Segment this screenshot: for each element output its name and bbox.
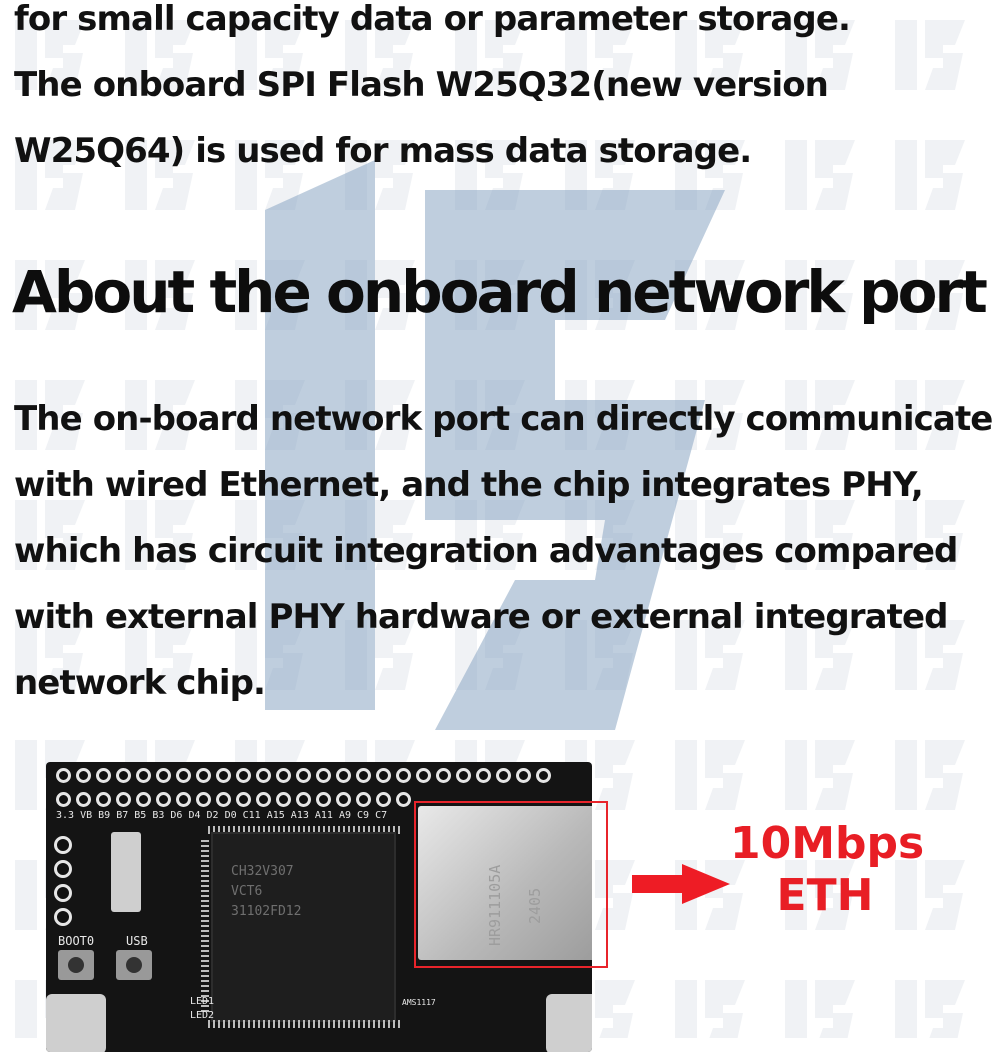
network-line: with wired Ethernet, and the chip integr… [14,465,924,505]
usb-c-port-left [46,994,106,1052]
chip-marking-line: CH32V307 [231,864,294,879]
intro-line: The onboard SPI Flash W25Q32(new version [14,65,829,105]
ethernet-jack: HR911105A 2405 [418,806,592,960]
arrow-right-icon [632,864,730,904]
ethernet-speed: 10Mbps [730,818,925,869]
intro-line: W25Q64) is used for mass data storage. [14,131,752,171]
intro-line: for small capacity data or parameter sto… [14,0,851,39]
second-pin-header [56,792,411,814]
regulator-marking: AMS1117 [402,998,436,1007]
network-line: network chip. [14,663,266,703]
intro-paragraph: for small capacity data or parameter sto… [14,0,994,184]
flash-chip [111,832,141,912]
boot-label: BOOT0 [58,934,95,948]
reset-button [116,950,152,980]
led1-label: LED1 [190,996,215,1007]
network-paragraph: The on-board network port can directly c… [14,386,994,716]
usb-c-port-right [546,994,592,1052]
mcu-chip: CH32V307 VCT6 31102FD12 [211,832,396,1022]
led2-label: LED2 [190,1010,215,1021]
chip-marking-line: VCT6 [231,884,263,899]
ethernet-callout: 10Mbps ETH [730,818,925,922]
chip-marking-line: 31102FD12 [231,904,302,919]
network-line: which has circuit integration advantages… [14,531,958,571]
brand-watermark-logo [265,160,725,730]
pin-silkscreen: 3.3 VB B9 B7 B5 B3 D6 D4 D2 D0 C11 A15 A… [56,810,388,821]
boot-button [58,950,94,980]
side-pin-header [54,836,76,946]
usb-label: USB [126,934,148,948]
ethernet-highlight-box [414,801,608,968]
section-heading: About the onboard network port [12,258,988,326]
network-line: The on-board network port can directly c… [14,399,993,439]
ethernet-interface: ETH [776,870,874,921]
network-line: with external PHY hardware or external i… [14,597,949,637]
dev-board-image: 3.3 VB B9 B7 B5 B3 D6 D4 D2 D0 C11 A15 A… [46,762,592,1052]
top-pin-header [56,768,551,790]
